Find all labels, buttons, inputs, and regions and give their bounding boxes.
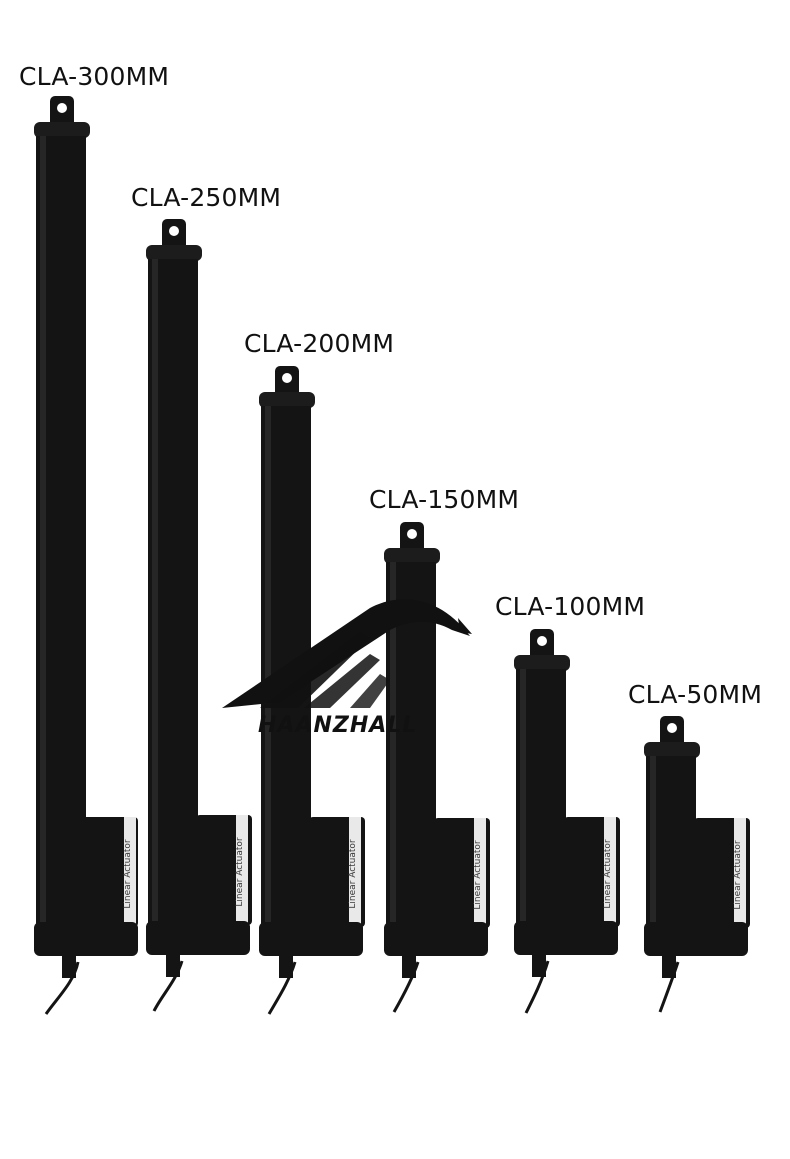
svg-text:HAANZHALL: HAANZHALL — [258, 713, 417, 738]
svg-text:Linear Actuator: Linear Actuator — [123, 839, 133, 909]
svg-text:Linear Actuator: Linear Actuator — [603, 839, 613, 909]
model-label-cla-150mm: CLA-150MM — [369, 485, 520, 514]
svg-text:Linear Actuator: Linear Actuator — [733, 840, 743, 910]
brand-watermark: HAANZHALL — [220, 590, 480, 740]
actuator-cla-100mm: Linear Actuator — [510, 625, 630, 1020]
model-label-cla-300mm: CLA-300MM — [19, 62, 170, 91]
actuator-cla-50mm: Linear Actuator — [640, 712, 760, 1017]
actuator-cla-250mm: Linear Actuator — [142, 215, 262, 1015]
brand-logo-icon: HAANZHALL — [222, 599, 472, 738]
svg-text:Linear Actuator: Linear Actuator — [235, 837, 245, 907]
model-label-cla-250mm: CLA-250MM — [131, 183, 282, 212]
model-label-cla-100mm: CLA-100MM — [495, 592, 646, 621]
svg-text:Linear Actuator: Linear Actuator — [473, 840, 483, 910]
model-label-cla-200mm: CLA-200MM — [244, 329, 395, 358]
svg-text:Linear Actuator: Linear Actuator — [348, 839, 358, 909]
model-label-cla-50mm: CLA-50MM — [628, 680, 763, 709]
actuator-cla-300mm: Linear Actuator — [30, 92, 150, 1022]
